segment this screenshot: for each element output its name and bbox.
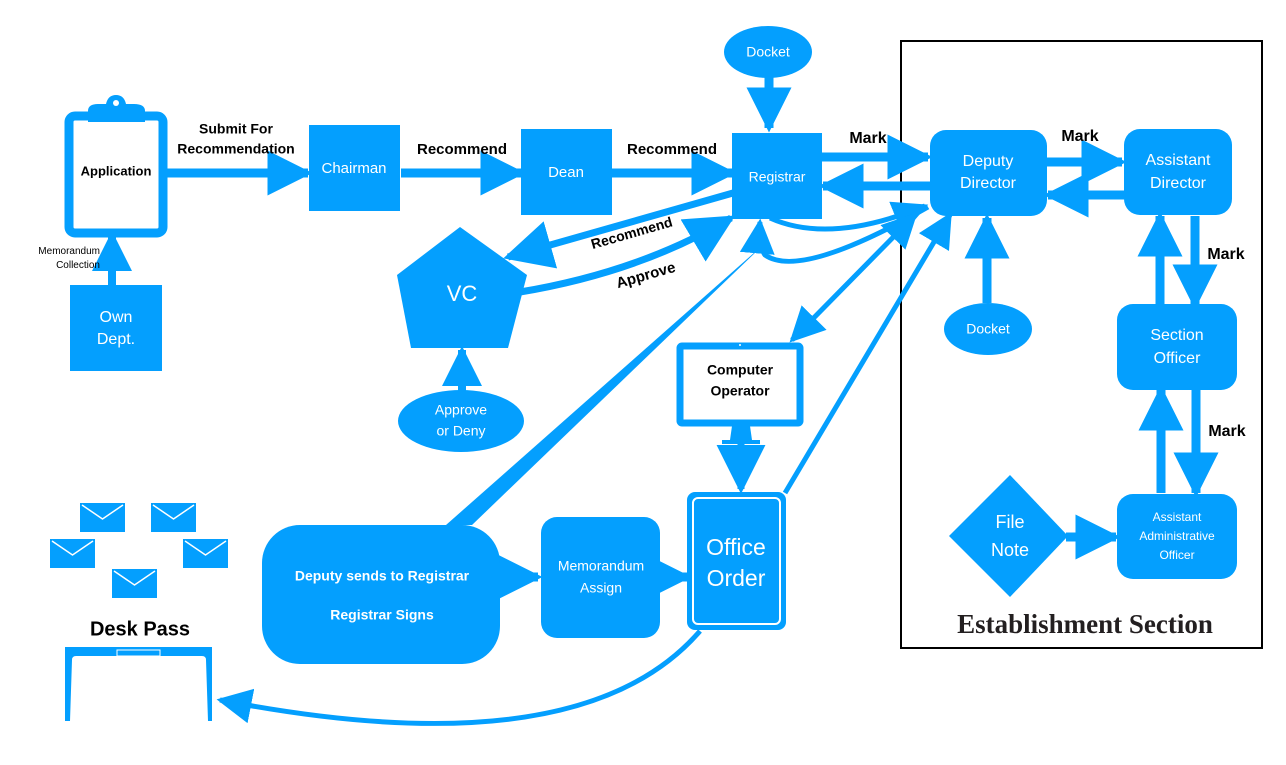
assistant-director-node[interactable]: Assistant Director <box>1124 129 1232 215</box>
envelope-icon <box>50 539 95 568</box>
memorandum-assign-node[interactable]: Memorandum Assign <box>541 517 660 638</box>
docket-mid-node[interactable]: Docket <box>944 303 1032 355</box>
application-label: Application <box>81 163 152 178</box>
label-mark-assistant-section: Mark <box>1207 246 1244 263</box>
svg-text:Approve: Approve <box>435 402 487 418</box>
svg-text:Deputy: Deputy <box>963 153 1014 170</box>
svg-text:File: File <box>995 512 1024 532</box>
svg-text:Docket: Docket <box>746 44 790 60</box>
svg-text:Officer: Officer <box>1154 350 1202 367</box>
envelope-icon <box>112 569 157 598</box>
edge-office-order-deputy <box>782 211 953 495</box>
svg-text:Administrative: Administrative <box>1139 529 1215 543</box>
svg-text:Chairman: Chairman <box>321 160 386 177</box>
label-mark-registrar-deputy: Mark <box>849 130 886 147</box>
edges <box>92 77 1219 726</box>
computer-operator-node[interactable]: Computer Operator <box>676 342 804 444</box>
approve-or-deny-node[interactable]: Approve or Deny <box>398 390 524 452</box>
label-submit-for-recommendation-1: Submit For <box>199 121 273 137</box>
svg-text:Registrar: Registrar <box>749 169 806 185</box>
label-memorandum-collection-2: Collection <box>56 260 100 271</box>
envelope-icon <box>183 539 228 568</box>
assistant-administrative-officer-node[interactable]: Assistant Administrative Officer <box>1117 494 1237 579</box>
desk-pass-node[interactable]: Desk Pass <box>65 618 212 721</box>
svg-text:Order: Order <box>707 565 766 591</box>
chairman-node[interactable]: Chairman <box>309 125 400 211</box>
label-mark-deputy-assistant: Mark <box>1061 128 1098 145</box>
application-node[interactable]: Application <box>64 95 168 238</box>
envelopes-group <box>50 503 228 598</box>
svg-text:Docket: Docket <box>966 321 1010 337</box>
edge-vc-registrar <box>519 214 736 296</box>
edge-deputy-computer-operator <box>789 212 918 343</box>
edge-office-order-deskpass <box>216 629 702 726</box>
svg-text:Director: Director <box>1150 175 1207 192</box>
registrar-node[interactable]: Registrar <box>732 133 822 219</box>
docket-top-node[interactable]: Docket <box>724 26 812 78</box>
svg-text:Office: Office <box>706 534 766 560</box>
svg-text:Dept.: Dept. <box>97 331 135 348</box>
establishment-section-title: Establishment Section <box>957 609 1213 639</box>
svg-text:Assistant: Assistant <box>1146 152 1211 169</box>
label-recommend-dean-registrar: Recommend <box>627 141 717 158</box>
envelope-icon <box>80 503 125 532</box>
desk-icon <box>65 647 212 721</box>
edge-deputysends-registrar <box>446 250 758 525</box>
label-recommend-chairman-dean: Recommend <box>417 141 507 158</box>
label-submit-for-recommendation-2: Recommendation <box>177 141 294 157</box>
svg-text:Operator: Operator <box>710 383 770 399</box>
label-memorandum-collection-1: Memorandum <box>38 246 100 257</box>
office-order-node[interactable]: Office Order <box>687 492 786 630</box>
desk-pass-label: Desk Pass <box>90 618 190 640</box>
svg-text:Dean: Dean <box>548 164 584 181</box>
svg-text:Officer: Officer <box>1159 548 1194 562</box>
file-note-node[interactable]: File Note <box>949 475 1068 597</box>
svg-text:Own: Own <box>100 309 133 326</box>
svg-text:Registrar Signs: Registrar Signs <box>330 607 434 623</box>
svg-text:Assistant: Assistant <box>1153 510 1202 524</box>
svg-text:Computer: Computer <box>707 362 774 378</box>
deputy-director-node[interactable]: Deputy Director <box>930 130 1047 216</box>
clipboard-clip <box>88 95 145 122</box>
label-mark-section-aao: Mark <box>1208 423 1245 440</box>
section-officer-node[interactable]: Section Officer <box>1117 304 1237 390</box>
establishment-section-frame <box>900 40 1263 649</box>
own-dept-node[interactable]: Own Dept. <box>70 285 162 371</box>
svg-text:VC: VC <box>447 281 478 306</box>
deputy-sends-node[interactable]: Deputy sends to Registrar Registrar Sign… <box>262 525 500 664</box>
vc-node[interactable]: VC <box>397 227 527 348</box>
svg-text:Memorandum: Memorandum <box>558 558 644 574</box>
svg-text:Note: Note <box>991 540 1029 560</box>
dean-node[interactable]: Dean <box>521 129 612 215</box>
envelope-icon <box>151 503 196 532</box>
svg-text:Deputy sends to Registrar: Deputy sends to Registrar <box>295 568 470 584</box>
svg-text:Director: Director <box>960 175 1017 192</box>
edge-registrar-vc <box>503 189 734 269</box>
svg-text:Assign: Assign <box>580 580 622 596</box>
svg-text:Section: Section <box>1150 327 1203 344</box>
svg-text:or Deny: or Deny <box>436 423 485 439</box>
